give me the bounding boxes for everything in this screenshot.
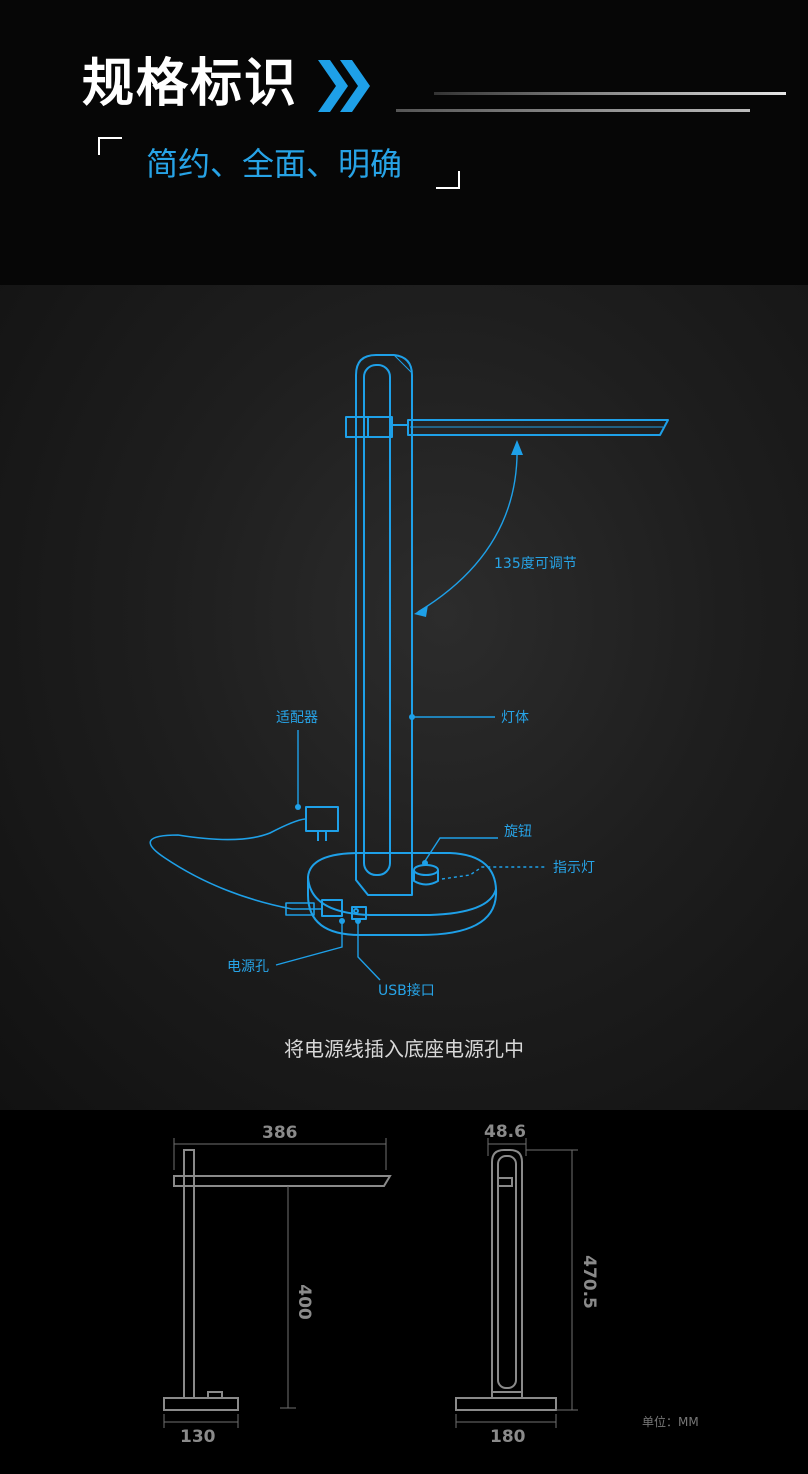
side-view-lamp: [163, 1149, 392, 1411]
callout-indicator: 指示灯: [553, 860, 595, 876]
callout-angle: 135度可调节: [494, 556, 577, 572]
dim-base-width: 180: [490, 1427, 526, 1447]
knob: [413, 864, 439, 886]
header: 规格标识 简约、全面、明确: [0, 0, 808, 285]
bracket-right: [436, 171, 460, 189]
lamp-illustration-section: [0, 285, 808, 1110]
adapter: [305, 806, 339, 841]
lamp-head: [407, 419, 669, 436]
unit-label: 单位：MM: [642, 1415, 699, 1429]
front-dimension-lines: [455, 1138, 578, 1428]
dimensions-section: [0, 1110, 808, 1474]
page-title: 规格标识: [82, 54, 299, 114]
lamp-base: [307, 852, 498, 936]
lamp-illustration: [149, 354, 669, 981]
front-view-lamp: [455, 1149, 557, 1411]
dim-base-depth: 130: [180, 1427, 216, 1447]
double-chevron-right-icon: [318, 60, 370, 112]
callout-body: 灯体: [501, 710, 529, 726]
power-cable: [149, 818, 322, 910]
subtitle: 简约、全面、明确: [146, 145, 403, 183]
instruction-caption: 将电源线插入底座电源孔中: [284, 1037, 524, 1061]
dim-height-front: 470.5: [578, 1255, 599, 1309]
cable-plug: [285, 902, 315, 916]
callout-adapter: 适配器: [276, 710, 318, 726]
side-dimension-lines: [163, 1138, 387, 1428]
callout-power-hole: 电源孔: [227, 959, 269, 975]
callout-usb: USB接口: [378, 983, 435, 999]
decorative-lines: [396, 92, 786, 112]
dimension-drawings: [163, 1138, 578, 1428]
dim-thickness: 48.6: [484, 1122, 526, 1142]
callout-knob: 旋钮: [504, 824, 532, 840]
dim-height-side: 400: [293, 1284, 314, 1320]
angle-arc: [417, 444, 518, 613]
ports: [321, 899, 367, 920]
bracket-left: [98, 137, 122, 155]
lamp-clamp: [345, 416, 408, 438]
lamp-body: [355, 354, 413, 896]
dim-arm-length: 386: [262, 1123, 298, 1143]
